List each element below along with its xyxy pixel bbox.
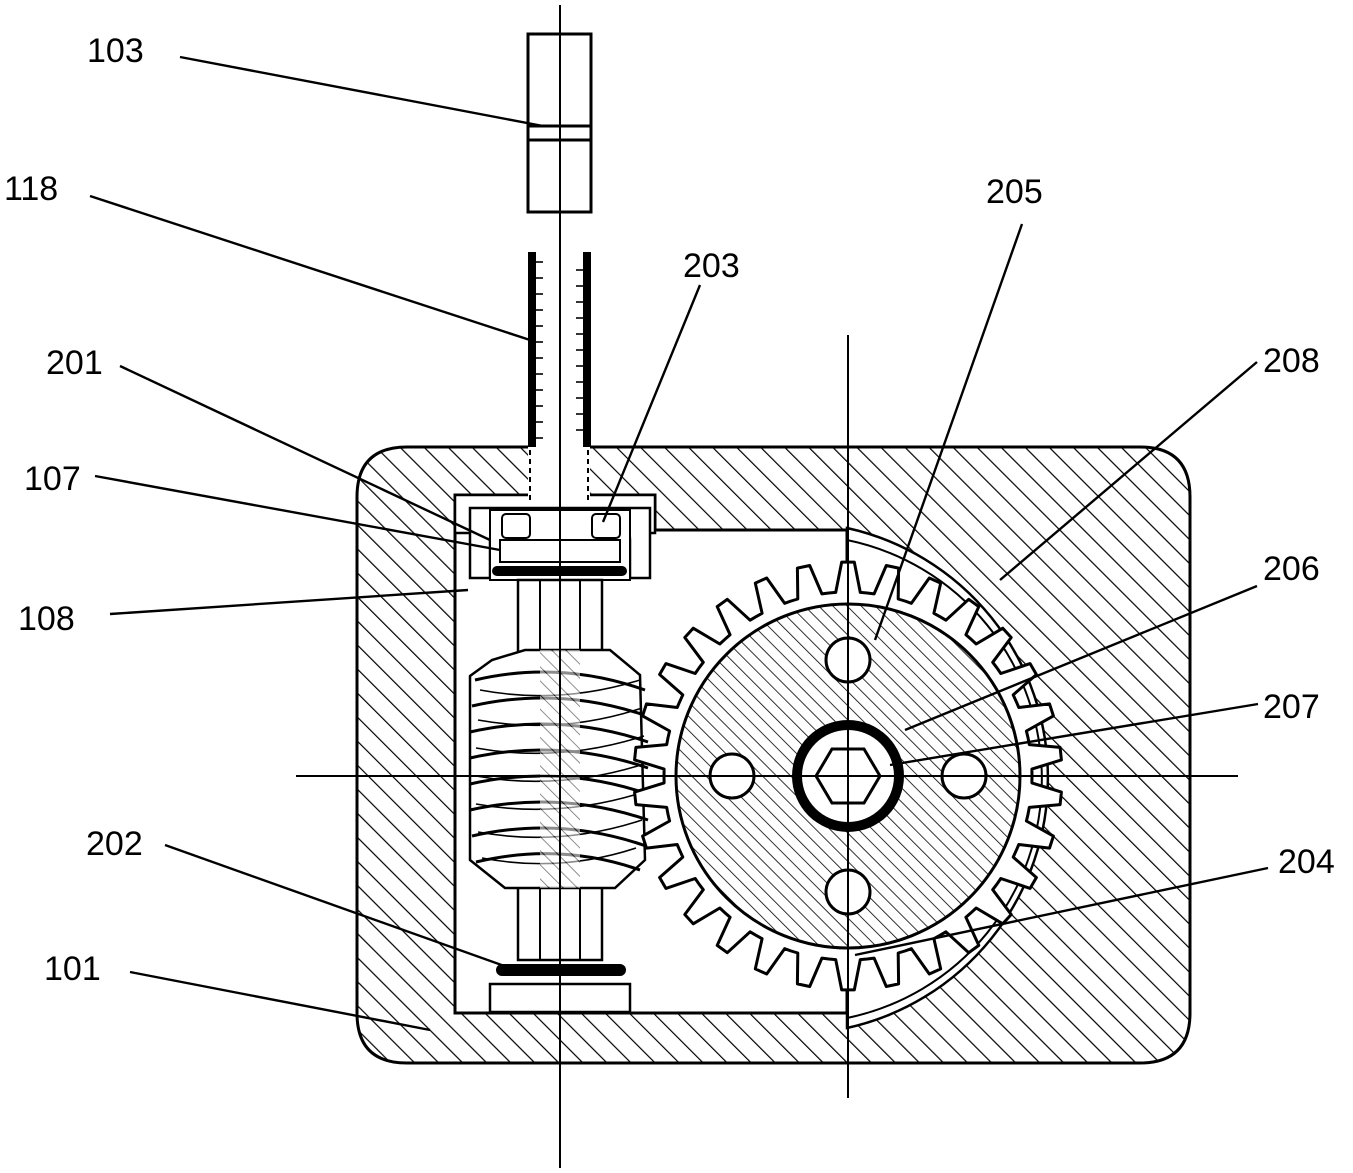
label-108: 108 bbox=[18, 600, 75, 638]
label-101: 101 bbox=[44, 950, 101, 988]
label-206: 206 bbox=[1263, 550, 1320, 588]
label-208: 208 bbox=[1263, 342, 1320, 380]
label-107: 107 bbox=[24, 460, 81, 498]
label-201: 201 bbox=[46, 344, 103, 382]
label-205: 205 bbox=[986, 173, 1043, 211]
label-207: 207 bbox=[1263, 688, 1320, 726]
label-103: 103 bbox=[87, 32, 144, 70]
label-204: 204 bbox=[1278, 843, 1335, 881]
label-203: 203 bbox=[683, 247, 740, 285]
label-118: 118 bbox=[4, 170, 58, 208]
label-202: 202 bbox=[86, 825, 143, 863]
